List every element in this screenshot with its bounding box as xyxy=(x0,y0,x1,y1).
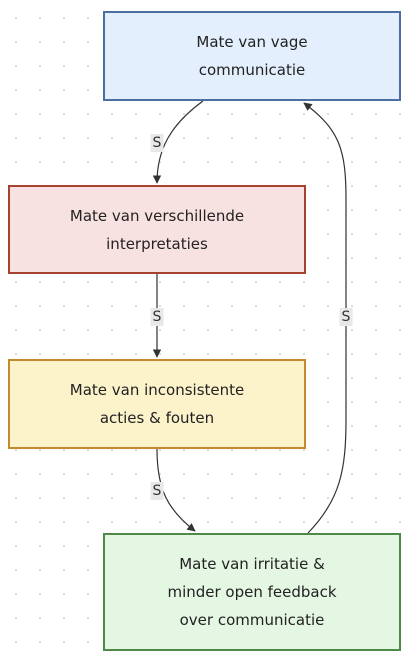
edge-vage-to-interpretaties xyxy=(152,100,204,184)
node-verschillende-interpretaties: Mate van verschillende interpretaties xyxy=(8,185,306,274)
edge-label-irritatie-vage: S xyxy=(339,308,353,326)
node-irritatie-feedback: Mate van irritatie & minder open feedbac… xyxy=(103,533,401,651)
node-vage-communicatie: Mate van vage communicatie xyxy=(103,11,401,101)
edge-acties-to-irritatie xyxy=(156,448,196,532)
edge-label-interpretaties-acties: S xyxy=(150,308,164,326)
edge-label-vage-interpretaties: S xyxy=(150,134,164,152)
edge-label-acties-irritatie: S xyxy=(150,482,164,500)
edge-irritatie-to-vage xyxy=(303,102,347,534)
node-inconsistente-acties: Mate van inconsistente acties & fouten xyxy=(8,359,306,449)
